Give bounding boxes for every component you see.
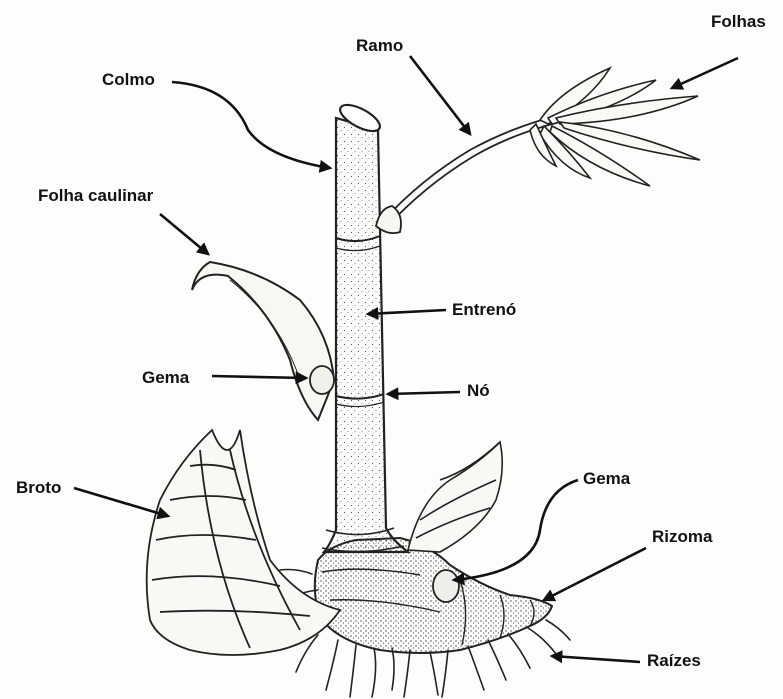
- arrow-gema-1: [212, 376, 306, 378]
- arrow-raizes: [552, 656, 640, 662]
- label-ramo: Ramo: [356, 36, 403, 56]
- rhizome: [315, 538, 552, 653]
- label-colmo: Colmo: [102, 70, 155, 90]
- label-broto: Broto: [16, 478, 61, 498]
- broto-shoot: [147, 430, 340, 655]
- culm: [322, 100, 408, 552]
- label-gema-rhizome: Gema: [583, 469, 630, 489]
- small-shoot: [408, 442, 502, 552]
- label-rizoma: Rizoma: [652, 527, 712, 547]
- arrow-folhas: [672, 58, 738, 88]
- arrow-colmo: [172, 82, 330, 168]
- label-folhas: Folhas: [711, 12, 766, 32]
- label-raizes: Raízes: [647, 651, 701, 671]
- label-gema-culm: Gema: [142, 368, 189, 388]
- label-folha-caulinar: Folha caulinar: [38, 186, 153, 206]
- culm-sheath: [192, 262, 334, 420]
- arrow-no: [388, 392, 460, 394]
- label-no: Nó: [467, 381, 490, 401]
- arrow-broto: [74, 488, 168, 516]
- arrow-ramo: [410, 56, 470, 134]
- arrow-rizoma: [544, 548, 646, 600]
- label-entreno: Entrenó: [452, 300, 516, 320]
- arrow-folha-caulinar: [160, 214, 208, 254]
